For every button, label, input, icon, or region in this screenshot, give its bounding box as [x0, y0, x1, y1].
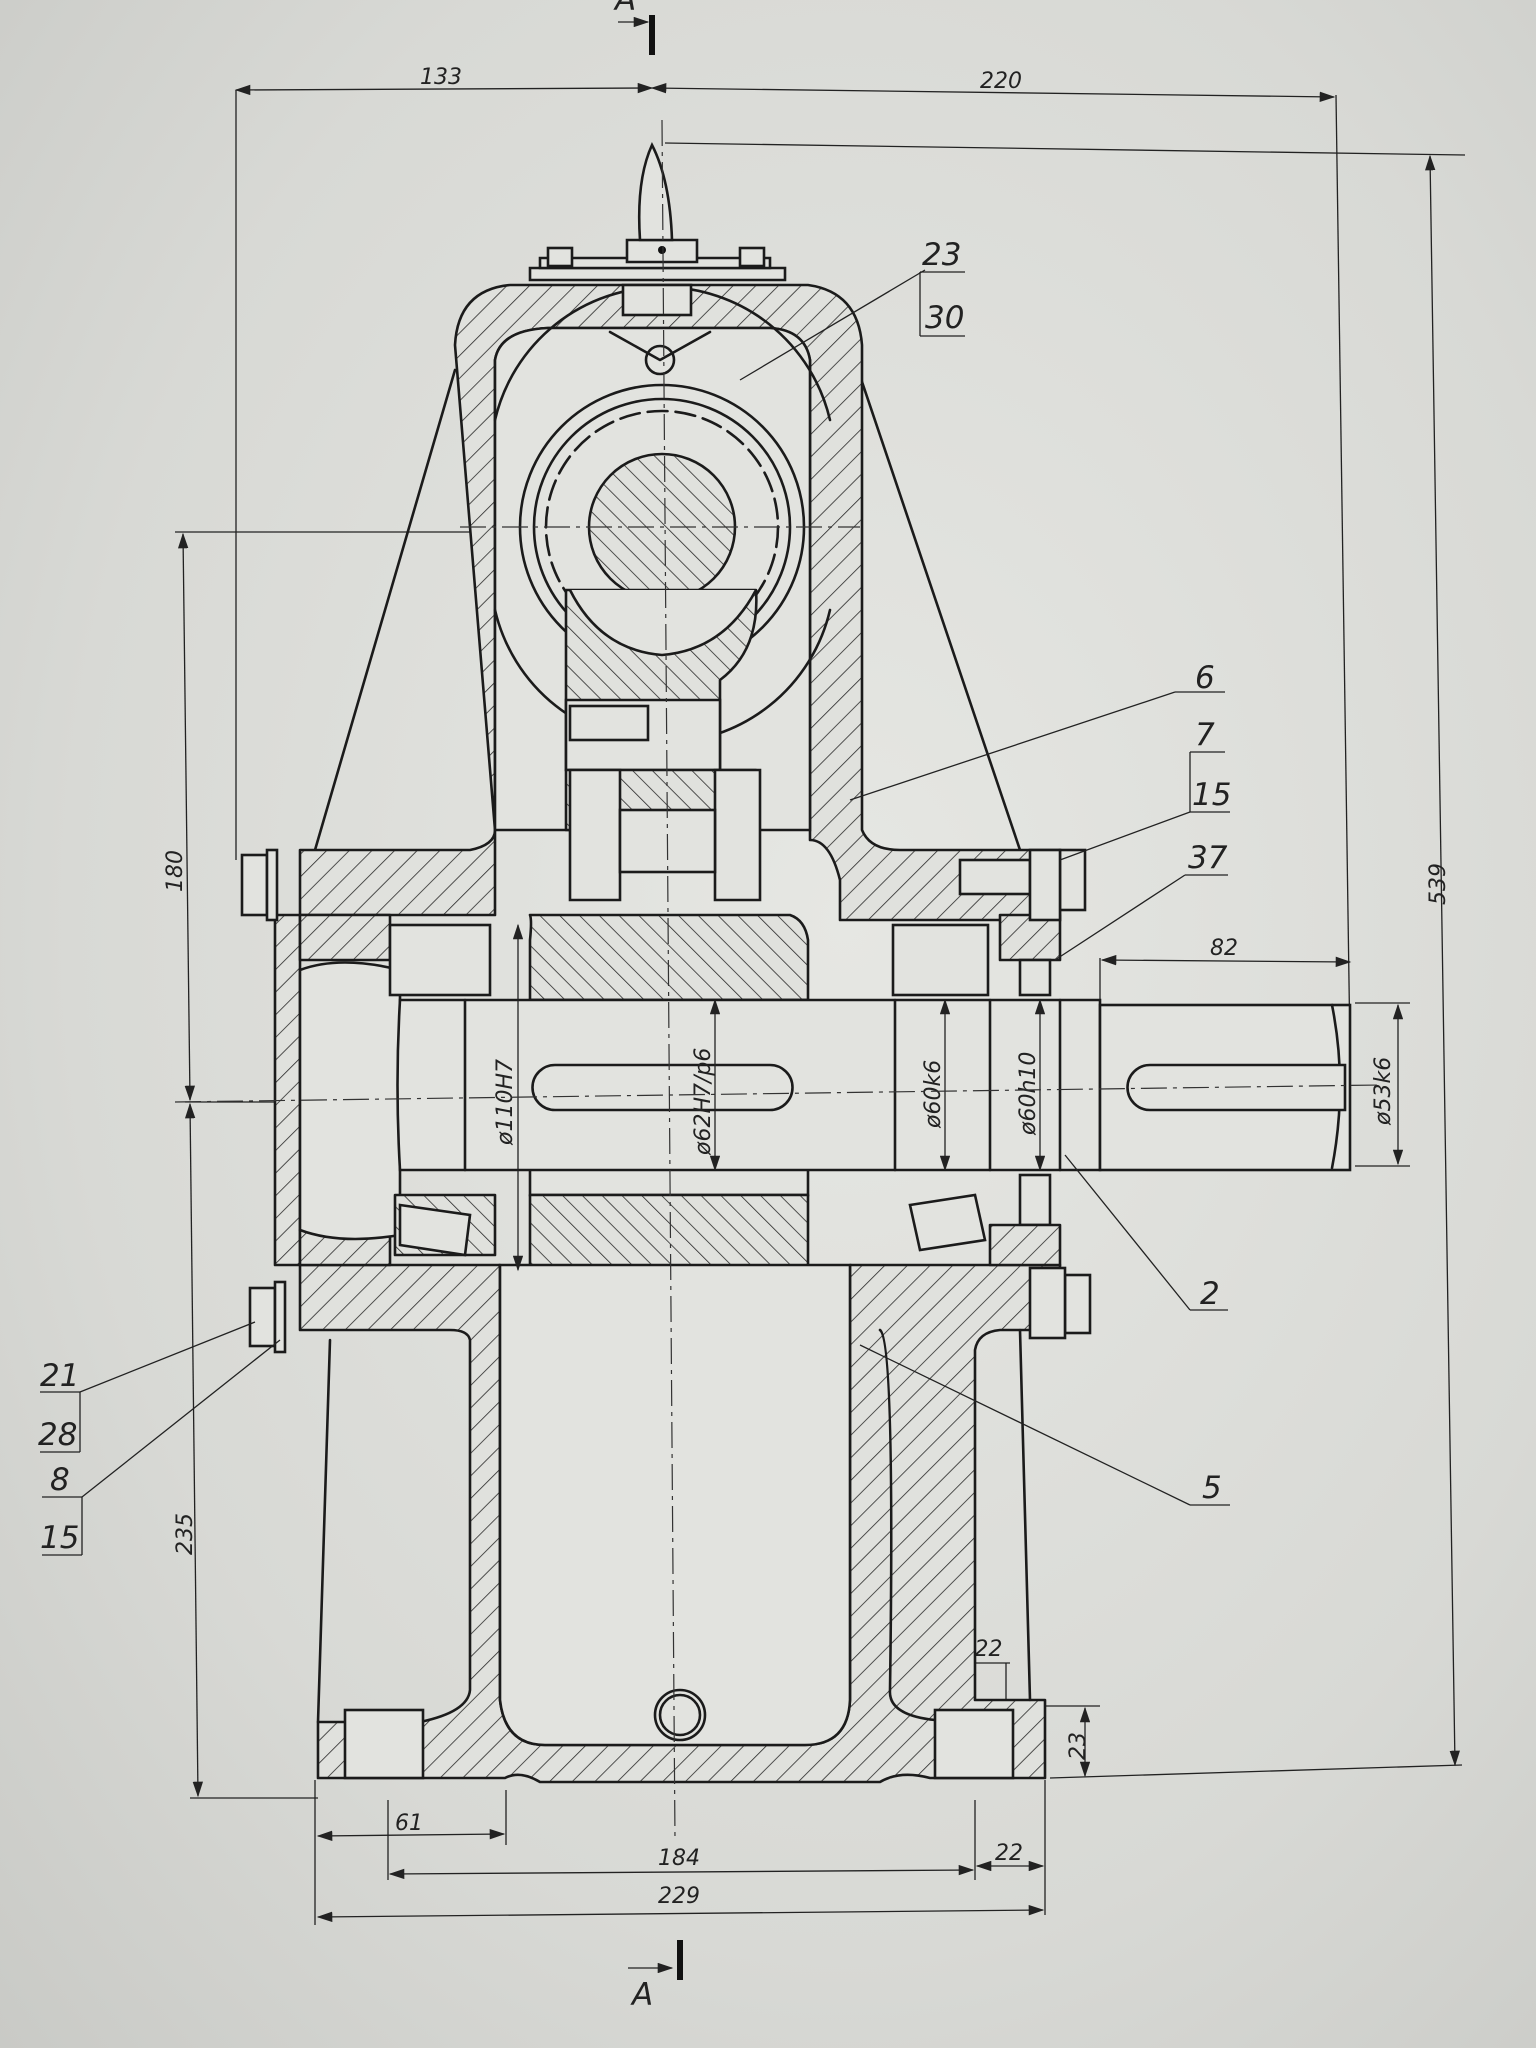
dim-539: 539 — [1426, 863, 1451, 905]
callout-8: 8 — [50, 1462, 70, 1498]
dim-bearing-seat: ø60k6 — [921, 1060, 946, 1129]
left-bearing-top — [388, 923, 492, 997]
section-marker-bottom: A — [628, 1940, 683, 2013]
dim-housing-bore: ø110H7 — [493, 1059, 518, 1146]
centerlines — [174, 119, 1381, 1841]
callout-21: 21 — [40, 1358, 79, 1394]
bolt-right-lower — [1063, 1273, 1092, 1335]
dim-base-height: 23 — [1066, 1732, 1091, 1760]
dim-235: 235 — [173, 1513, 198, 1555]
callout-5: 5 — [1202, 1470, 1222, 1506]
right-bearing-top — [891, 923, 990, 997]
section-marker-top: A — [613, 0, 655, 55]
dim-shaft-dia: ø53k6 — [1371, 1057, 1396, 1126]
section-label-bottom: A — [630, 1977, 653, 2013]
dim-82: 82 — [1210, 936, 1238, 961]
callout-15-left: 15 — [40, 1520, 79, 1556]
callout-2: 2 — [1200, 1276, 1220, 1312]
dim-184: 184 — [658, 1846, 700, 1871]
bolt-left-lower — [248, 1286, 277, 1348]
callout-7: 7 — [1195, 717, 1215, 753]
section-label-top: A — [613, 0, 636, 18]
dim-180: 180 — [163, 850, 188, 892]
callout-28: 28 — [38, 1417, 77, 1453]
output-shaft-assembly — [240, 848, 1352, 1354]
dim-22: 22 — [995, 1841, 1023, 1866]
callout-15-right: 15 — [1192, 777, 1231, 813]
callout-6: 6 — [1195, 660, 1215, 696]
dimension-lines: 133 220 539 180 235 82 ø53k6 61 184 — [163, 65, 1466, 1925]
callout-37: 37 — [1188, 840, 1228, 876]
bolt-left-upper — [240, 853, 269, 917]
callout-23: 23 — [922, 237, 961, 273]
fit-dimensions: ø110H7 ø62H7/p6 ø60k6 ø60h10 — [493, 923, 1046, 1272]
callout-30: 30 — [925, 300, 964, 336]
part-callouts: 23 30 6 7 15 37 2 5 21 28 — [38, 237, 1231, 1556]
dim-220: 220 — [980, 69, 1022, 94]
dim-133: 133 — [420, 65, 462, 90]
bolt-right-upper — [1058, 848, 1087, 912]
dim-61: 61 — [395, 1811, 423, 1836]
breather-cap — [637, 142, 674, 242]
dim-seal-seat: ø60h10 — [1016, 1052, 1041, 1136]
dim-229: 229 — [658, 1884, 700, 1909]
dim-gear-fit: ø62H7/p6 — [691, 1048, 716, 1156]
